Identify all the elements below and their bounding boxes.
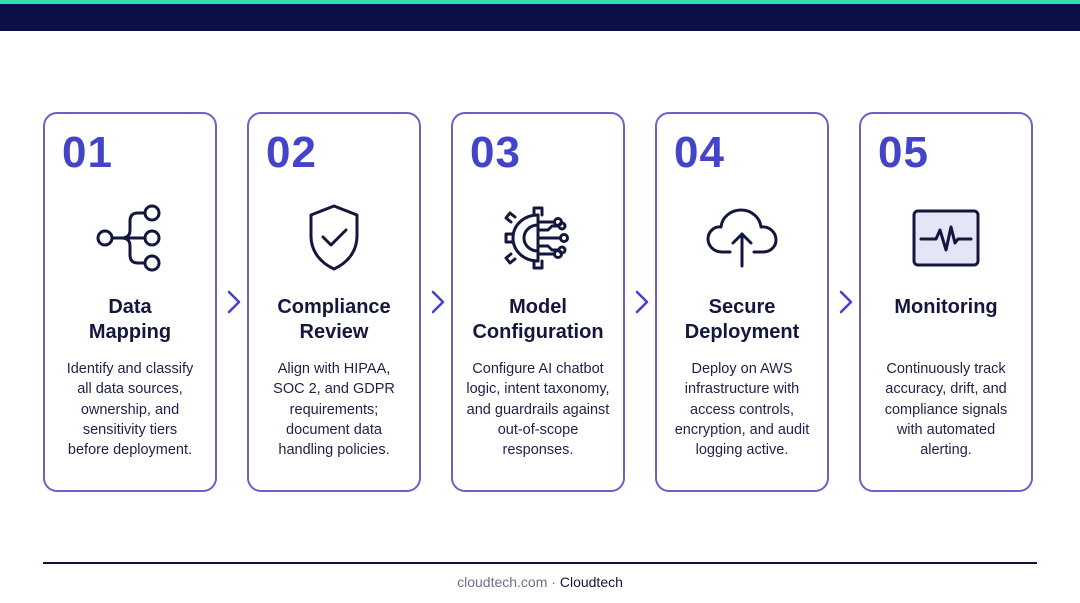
top-accent-bar (0, 0, 1080, 4)
top-header-band (0, 4, 1080, 31)
hierarchy-nodes-icon (90, 200, 170, 276)
step-description: Identify and classify all data sources, … (66, 361, 194, 459)
step-title: Compliance Review (277, 296, 391, 343)
step-description: Align with HIPAA, SOC 2, and GDPR requir… (273, 361, 395, 459)
step-card-2: 02 Compliance Review Align with HIPAA, S… (247, 112, 421, 492)
step-number: 05 (878, 128, 929, 177)
step-card-3: 03 Model Configurat (451, 112, 625, 492)
footer-brand: Cloudtech (559, 574, 623, 590)
step-description: Configure AI chatbot logic, intent taxon… (466, 361, 610, 459)
shield-check-icon (294, 200, 374, 276)
chevron-right-icon (839, 290, 853, 314)
step-number: 02 (266, 128, 317, 177)
step-number: 04 (674, 128, 725, 177)
chevron-right-icon (227, 290, 241, 314)
footer: cloudtech.com · Cloudtech (0, 574, 1080, 590)
pulse-monitor-icon (906, 200, 986, 276)
step-number: 01 (62, 128, 113, 177)
step-card-1: 01 Data Mapping Identify and classify al… (43, 112, 217, 492)
footer-divider (43, 562, 1037, 564)
step-title: Secure Deployment (684, 296, 800, 343)
footer-separator: · (551, 574, 556, 590)
step-description: Continuously track accuracy, drift, and … (884, 361, 1008, 459)
step-card-5: 05 Monitoring Continuously track accurac… (859, 112, 1033, 492)
footer-site: cloudtech.com (457, 574, 548, 590)
cloud-upload-icon (702, 200, 782, 276)
gear-circuit-icon (498, 200, 578, 276)
step-title: Monitoring (894, 296, 998, 318)
step-title: Model Configuration (472, 296, 604, 343)
step-number: 03 (470, 128, 521, 177)
step-card-4: 04 Secure Deployment Deploy on AWS infra… (655, 112, 829, 492)
chevron-right-icon (635, 290, 649, 314)
chevron-right-icon (431, 290, 445, 314)
step-description: Deploy on AWS infrastructure with access… (674, 361, 810, 459)
step-title: Data Mapping (88, 296, 172, 343)
